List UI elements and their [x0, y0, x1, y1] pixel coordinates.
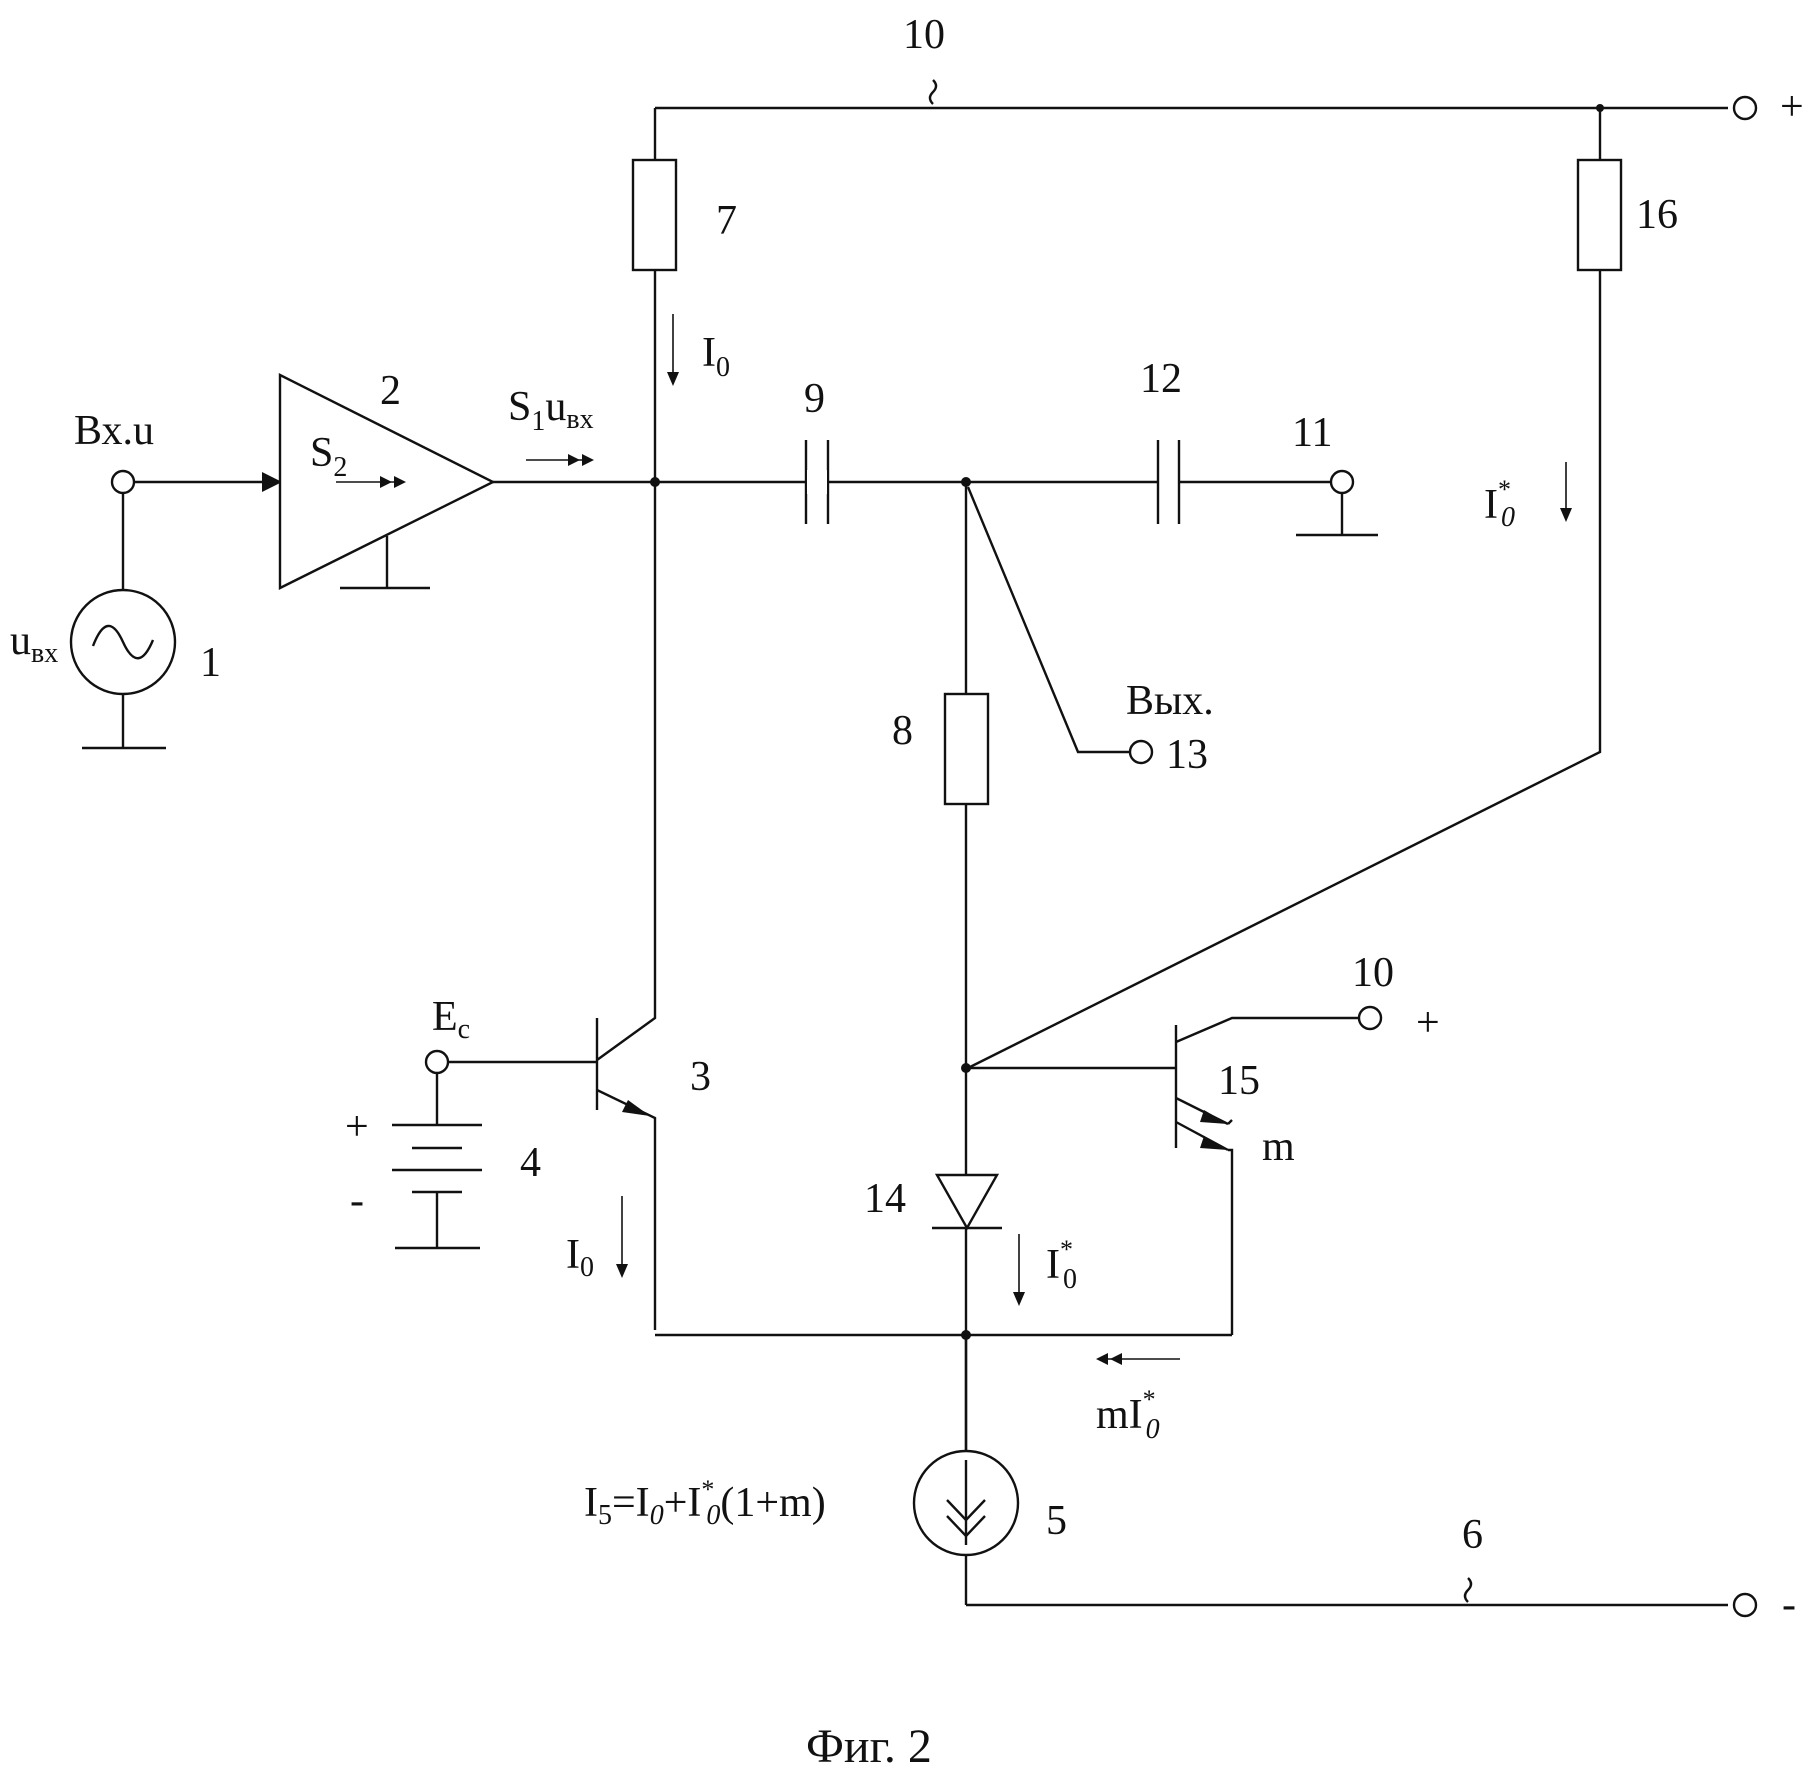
- arrow-i0s-right: [1560, 462, 1572, 522]
- label-i0-bottom: I0: [566, 1232, 594, 1283]
- label-3: 3: [690, 1054, 711, 1100]
- label-12: 12: [1140, 356, 1182, 402]
- label-11: 11: [1292, 410, 1332, 456]
- label-batt-minus: -: [350, 1178, 364, 1224]
- label-batt-plus: +: [345, 1104, 369, 1150]
- label-13: 13: [1166, 732, 1208, 778]
- transistor-3: [426, 482, 655, 1330]
- figure-caption: Фиг. 2: [806, 1720, 932, 1773]
- label-6: 6: [1462, 1512, 1483, 1558]
- label-i0-top: I0: [702, 330, 730, 383]
- label-input: Вх.u: [74, 408, 154, 454]
- ground-terminal-11: [1296, 471, 1378, 535]
- capacitor-12: [961, 440, 1331, 524]
- resistor-16: [968, 108, 1621, 1068]
- label-15: 15: [1218, 1058, 1260, 1104]
- arrow-s1uvx: [526, 454, 594, 466]
- label-14: 14: [864, 1176, 906, 1222]
- label-i0s-right: I*0: [1484, 475, 1515, 533]
- label-plus-top: +: [1780, 84, 1804, 130]
- ec-terminal: [426, 1051, 448, 1073]
- label-5: 5: [1046, 1498, 1067, 1544]
- label-plus-right: +: [1416, 1000, 1440, 1046]
- arrow-i0s-diode: [1013, 1234, 1025, 1306]
- arrow-i0-top: [667, 314, 679, 386]
- negative-terminal: [1734, 1594, 1756, 1616]
- label-8: 8: [892, 708, 913, 754]
- label-9: 9: [804, 376, 825, 422]
- positive-terminal: [1734, 97, 1756, 119]
- label-i0s-diode: I*0: [1046, 1235, 1077, 1295]
- arrow-i0-bottom: [616, 1196, 628, 1278]
- label-s1uvx: S1uвх: [508, 384, 594, 437]
- label-minus-bottom: -: [1782, 1582, 1796, 1628]
- resistor-8: [945, 482, 988, 1175]
- output-terminal: [1130, 741, 1152, 763]
- label-ec: Ec: [432, 994, 470, 1045]
- battery-4: [392, 1073, 482, 1248]
- input-terminal: [112, 471, 134, 493]
- arrow-mi0s: [1096, 1353, 1180, 1365]
- capacitor-9: [806, 440, 828, 524]
- label-mi0s: mI*0: [1096, 1385, 1160, 1445]
- label-i5-formula: I5=I0+I*0(1+m): [584, 1475, 826, 1531]
- label-1: 1: [200, 640, 221, 686]
- label-source: uвх: [10, 618, 58, 669]
- transistor-15-supply-terminal: [1359, 1007, 1381, 1029]
- label-16: 16: [1636, 192, 1678, 238]
- output-lead-13: [968, 487, 1152, 763]
- label-4: 4: [520, 1140, 541, 1186]
- label-10-right: 10: [1352, 950, 1394, 996]
- label-10-top: 10: [903, 12, 945, 58]
- label-output: Вых.: [1126, 678, 1214, 724]
- transistor-15: [966, 1007, 1381, 1335]
- label-7: 7: [716, 198, 737, 244]
- ac-voltage-source-1: [71, 471, 175, 748]
- resistor-7: [633, 108, 676, 482]
- current-source-5: [655, 1330, 1232, 1605]
- label-2: 2: [380, 368, 401, 414]
- label-m: m: [1262, 1124, 1295, 1170]
- negative-supply-rail: [966, 1578, 1756, 1616]
- positive-supply-rail: [655, 80, 1756, 119]
